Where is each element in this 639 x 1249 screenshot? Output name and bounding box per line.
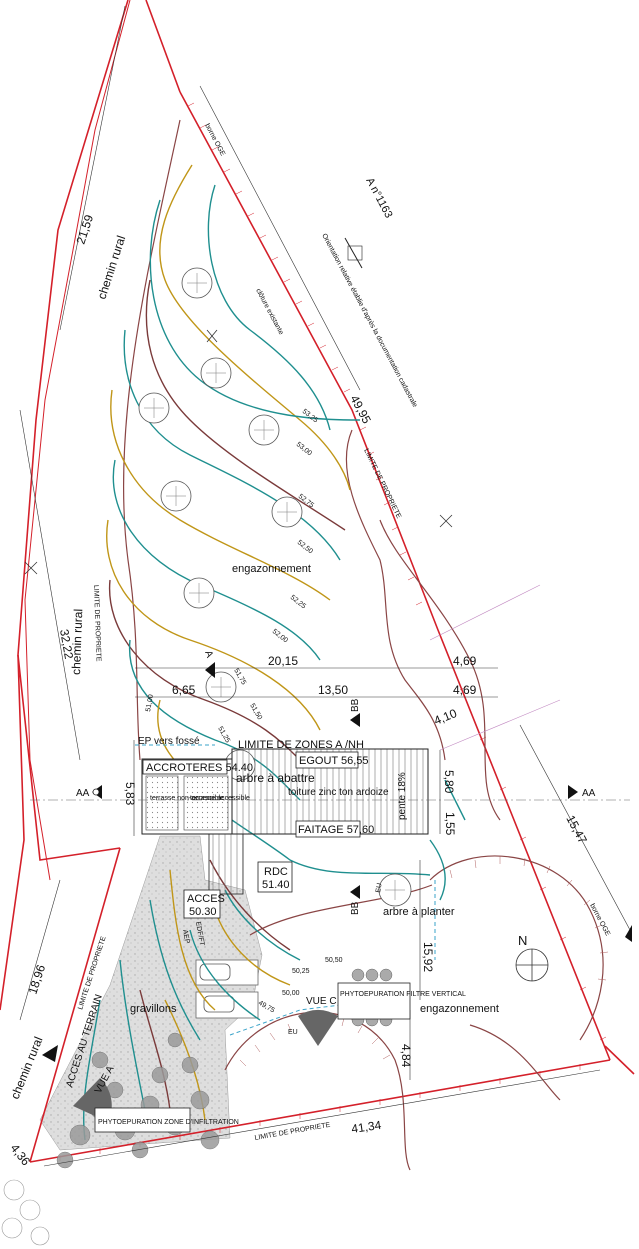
ep-fosse-label: EP vers fossé [138,736,200,747]
dim-5-80: 5,80 [442,770,456,794]
faitage-label: FAITAGE 57,60 [298,824,374,836]
cloture-label: clôture existante [254,288,284,336]
contour-label: 52,00 [271,628,289,644]
phyto-filtre-label: PHYTOEPURATION FILTRE VERTICAL [340,991,466,998]
accroteres-label: ACCROTERES 54.40 [146,762,253,774]
dim-6-65: 6,65 [172,683,196,697]
rdc-label: RDC [264,866,288,878]
gravillons-label: gravillons [130,1003,177,1015]
section-aa-left: AA [76,788,90,799]
dim-21-59: 21,59 [74,213,97,246]
contour-label: 53,25 [301,408,319,424]
dim-13-50: 13,50 [318,683,348,697]
scrub [1,1179,50,1246]
egout-label: EGOUT 56,55 [299,755,369,767]
rdc-value: 51.40 [262,879,290,891]
terrasse-accessible: terrasse accessible [190,795,250,802]
dim-4-69-a: 4,69 [453,654,477,668]
engazonnement-bottom: engazonnement [420,1003,499,1015]
dim-5-83: 5,83 [123,782,137,806]
contour-label: 51,00 [145,694,155,713]
dim-15-47: 15,47 [563,813,590,846]
property-boundary [0,0,635,1163]
dim-15-92: 15,92 [421,942,435,972]
dim-4-36: 4,36 [8,1141,34,1168]
chemin-edge [24,0,131,881]
arbre-planter-label: arbre à planter [383,906,455,918]
aep-label: AEP [181,929,190,944]
contour-label: 52,50 [296,539,314,555]
edf-label: EDF/FT [194,921,205,947]
dim-32-22: 32,22 [57,628,76,660]
chemin-rural-top: chemin rural [95,234,129,301]
section-a-label: A [202,649,215,659]
compass-icon [515,948,549,982]
view-cone-c [298,1009,338,1046]
tree-icon-detail [144,273,405,900]
eu-label-2: EU [375,883,384,894]
chemin-rural-bottom: chemin rural [8,1035,46,1101]
dim-4-69-b: 4,69 [453,683,477,697]
tree-marker-icon [92,788,100,796]
contour-label: 50,25 [292,968,310,975]
phyto-zone-label: PHYTOEPURATION ZONE D'INFILTRATION [98,1119,239,1126]
dim-1-55: 1,55 [443,812,457,836]
contour-label: 50,50 [325,957,343,964]
contour-label: 51,50 [248,703,263,722]
limite-propriete-bottom: LIMITE DE PROPRIETE [254,1122,331,1142]
dim-4-84: 4,84 [399,1044,413,1068]
contour-label: 52,25 [289,594,307,610]
north-arrow-icon [344,237,363,269]
north-note: Orientation relative établie d'après la … [320,233,418,409]
eu-label: EU [288,1029,298,1036]
toiture-label: toiture zinc ton ardoize [288,787,389,798]
vue-c-label: VUE C [306,996,337,1007]
boundary-ticks [59,102,607,1161]
contour-label: 53,00 [295,441,313,457]
parcel-label: A n°1163 [363,176,394,220]
engazonnement-top: engazonnement [232,563,311,575]
limite-propriete-right: LIMITE DE PROPRIETE [362,448,402,520]
pente-label: pente 18% [397,772,408,820]
chemin-rural-left: chemin rural [69,609,85,675]
arbre-abattre-label: arbre à abattre [236,771,315,785]
section-bb-bottom: BB [350,901,361,915]
contour-lines [82,164,466,1141]
dimension-lines [19,5,631,1167]
dim-4-10: 4,10 [432,706,459,728]
embankment [122,119,604,1171]
limite-propriete-left: LIMITE DE PROPRIETE [92,585,102,662]
north-label: N [518,933,527,948]
contour-label: 50,00 [282,990,300,997]
section-aa-right: AA [582,788,596,799]
acces-value: 50.30 [189,906,217,918]
borne-right-label: borne OGE [588,903,611,938]
section-bb-top: BB [350,698,361,712]
terrasse-non-accessible: terrasse non-accessible [150,795,224,802]
dim-20-15: 20,15 [268,654,298,668]
borne-marker [24,329,453,575]
dim-18-96: 18,96 [26,963,49,996]
contour-label: 49,75 [257,1000,276,1015]
acces-label: ACCES [187,893,225,905]
dim-41-34: 41,34 [350,1118,382,1136]
limite-zones-label: LIMITE DE ZONES A /NH [238,739,364,751]
